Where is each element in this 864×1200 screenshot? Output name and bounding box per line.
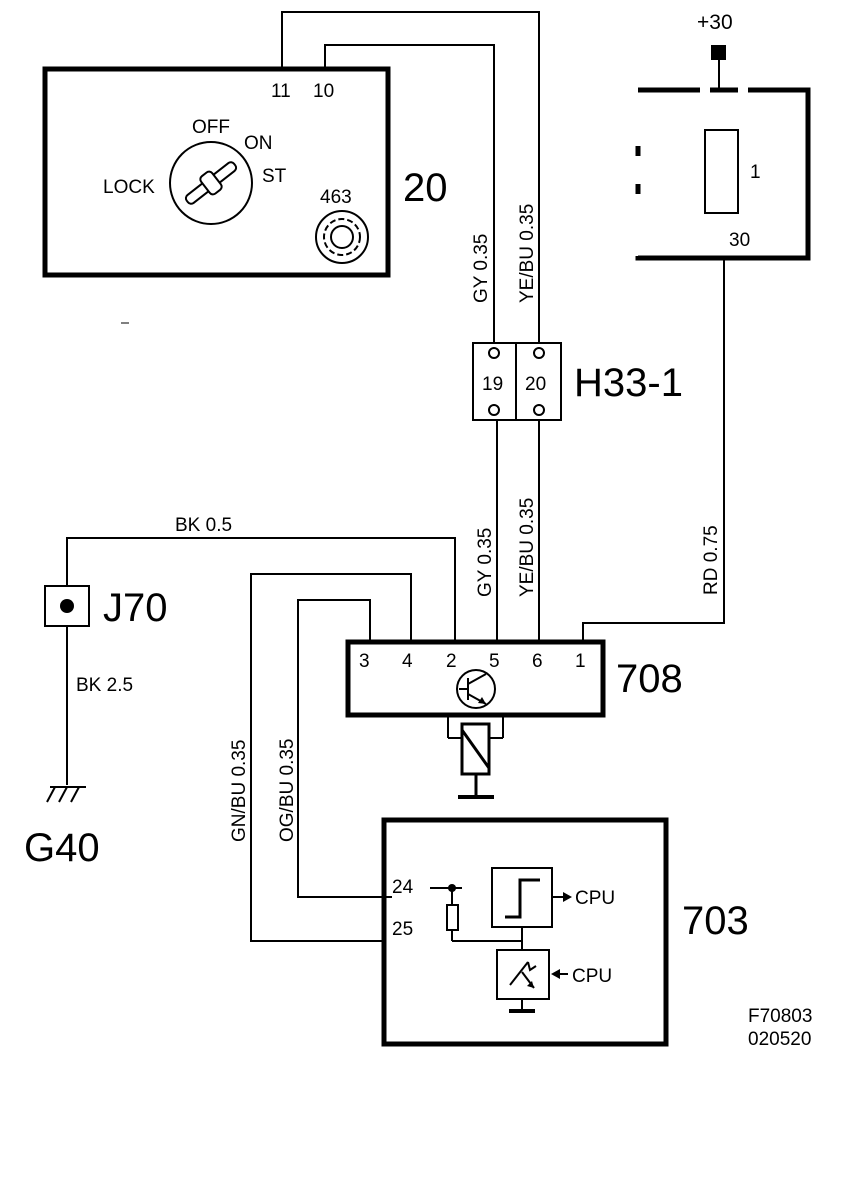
connector-id: H33-1 <box>574 361 683 405</box>
lamp-label: 463 <box>320 187 352 208</box>
label-yebu-lower: YE/BU 0.35 <box>517 498 538 597</box>
wires <box>66 11 725 942</box>
lamp-icon <box>315 210 369 264</box>
module-703-pin-24: 24 <box>392 877 414 898</box>
chassis-ground-icon <box>46 786 86 803</box>
key-icon <box>184 161 238 205</box>
switch-pos-st: ST <box>262 166 287 187</box>
label-rd: RD 0.75 <box>701 525 722 595</box>
diagram-date: 020520 <box>748 1029 811 1050</box>
supply-terminal-icon <box>711 45 726 60</box>
module-708-pin: 1 <box>575 651 586 672</box>
ground-g40: G40 <box>24 786 100 870</box>
module-708-pin: 2 <box>446 651 457 672</box>
ground-point-j70: J70 <box>44 585 168 630</box>
cpu-label-2: CPU <box>572 966 612 987</box>
switch-pos-off: OFF <box>192 117 230 138</box>
fuse-icon <box>704 129 739 214</box>
label-yebu-upper: YE/BU 0.35 <box>517 204 538 303</box>
label-gnbu: GN/BU 0.35 <box>229 740 250 842</box>
resistor-icon <box>430 884 462 941</box>
g40-label: G40 <box>24 826 100 870</box>
module-708-pin: 6 <box>532 651 543 672</box>
module-703-pin-25: 25 <box>392 919 413 940</box>
transistor-icon <box>456 669 496 709</box>
wire-bk-top <box>66 537 456 642</box>
switch-pin-10: 10 <box>313 81 334 102</box>
switch-pos-on: ON <box>244 133 273 154</box>
switch-pin-11: 11 <box>271 81 291 102</box>
switch-id: 20 <box>403 166 448 210</box>
j70-dot-icon <box>60 599 74 613</box>
wire-rd <box>582 212 725 642</box>
fuse-block: +30 1 30 <box>635 11 811 261</box>
wire-gy-upper <box>324 44 495 348</box>
driver-icon <box>496 949 568 1013</box>
label-bk-top: BK 0.5 <box>175 515 232 536</box>
diagram-code: F70803 <box>748 1006 812 1027</box>
module-703-id: 703 <box>682 899 749 943</box>
cpu-label-1: CPU <box>575 888 615 909</box>
fuse-terminal: 30 <box>729 230 750 251</box>
j70-label: J70 <box>103 586 168 630</box>
fuse-number: 1 <box>750 162 761 183</box>
module-708-pin: 4 <box>402 651 413 672</box>
ignition-switch: 11 10 OFF ON LOCK ST 463 20 <box>42 66 448 278</box>
fuse-box <box>635 87 811 261</box>
module-703-box <box>381 817 669 1047</box>
supply-label: +30 <box>697 11 733 34</box>
module-708-id: 708 <box>616 657 683 701</box>
relay-coil-icon <box>447 715 504 799</box>
label-gy-lower: GY 0.35 <box>475 528 496 597</box>
module-708-pin: 3 <box>359 651 370 672</box>
wire-ogbu <box>297 599 384 898</box>
connector-pin-19: 19 <box>482 374 503 395</box>
module-703: 24 25 CPU <box>381 817 749 1047</box>
connector-pin-20: 20 <box>525 374 546 395</box>
connector-h33-1: 19 20 H33-1 <box>472 342 683 421</box>
schmitt-trigger-icon <box>491 867 572 928</box>
switch-pos-lock: LOCK <box>103 177 155 198</box>
wire-gnbu <box>250 573 452 942</box>
label-bk-ground: BK 2.5 <box>76 675 133 696</box>
wire-labels: GY 0.35 YE/BU 0.35 GY 0.35 YE/BU 0.35 RD… <box>76 204 722 842</box>
module-708: 3 4 2 5 6 1 708 <box>345 639 683 799</box>
wire-yebu-upper <box>281 11 540 348</box>
label-ogbu: OG/BU 0.35 <box>277 739 298 843</box>
module-708-pin: 5 <box>489 651 500 672</box>
label-gy-upper: GY 0.35 <box>471 234 492 303</box>
